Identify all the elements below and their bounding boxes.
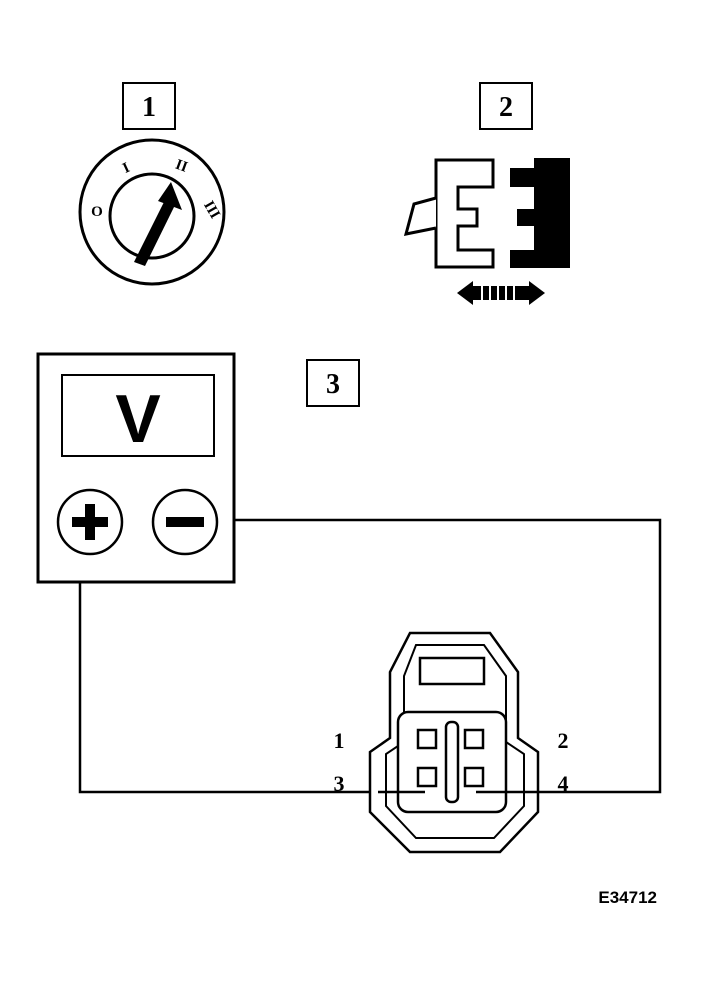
step-3-group: 3 <box>306 359 360 407</box>
pin-label-1: 1 <box>334 728 345 753</box>
step-2-box <box>479 82 533 130</box>
positive-lead-wire <box>78 522 378 794</box>
step-2-group: 2 <box>479 82 533 130</box>
voltmeter-display <box>61 374 215 457</box>
ignition-switch-icon: O I II III <box>78 138 226 286</box>
connector-male-half <box>510 158 570 268</box>
connector-pin-1 <box>416 728 438 750</box>
negative-terminal <box>151 488 219 556</box>
ignition-pos-3: III <box>200 198 223 221</box>
connector-lock-tab <box>418 656 486 686</box>
connector-female-half <box>434 158 495 269</box>
pin-label-4: 4 <box>558 771 569 796</box>
connector-disconnect-icon <box>403 158 570 305</box>
step-3-box <box>306 359 360 407</box>
step-1-group: 1 <box>122 82 176 130</box>
connector-pin-2 <box>463 728 485 750</box>
plus-icon-v <box>85 504 95 540</box>
test-leads <box>78 518 662 794</box>
voltmeter-unit-label: V <box>115 381 160 457</box>
step-2-number: 2 <box>499 92 513 123</box>
step-1-box <box>122 82 176 130</box>
minus-icon <box>166 517 204 527</box>
connector-pin-3 <box>416 766 438 788</box>
connector-key <box>444 720 460 804</box>
ignition-pointer-icon <box>158 182 182 210</box>
positive-terminal <box>56 488 124 556</box>
ignition-pos-2: II <box>173 157 190 176</box>
figure-code: E34712 <box>598 888 657 907</box>
connector-latch <box>403 196 437 236</box>
ignition-key-slot <box>134 198 176 266</box>
ignition-pos-0: O <box>91 204 103 220</box>
voltmeter: V <box>36 352 236 584</box>
pin-label-2: 2 <box>558 728 569 753</box>
sensor-connector-icon: 1 2 3 4 <box>334 631 569 854</box>
double-arrow-icon <box>457 281 545 305</box>
step-3-number: 3 <box>326 369 340 400</box>
pin-label-3: 3 <box>334 771 345 796</box>
negative-lead-wire <box>218 518 662 794</box>
connector-pin-4 <box>463 766 485 788</box>
step-1-number: 1 <box>142 92 156 123</box>
